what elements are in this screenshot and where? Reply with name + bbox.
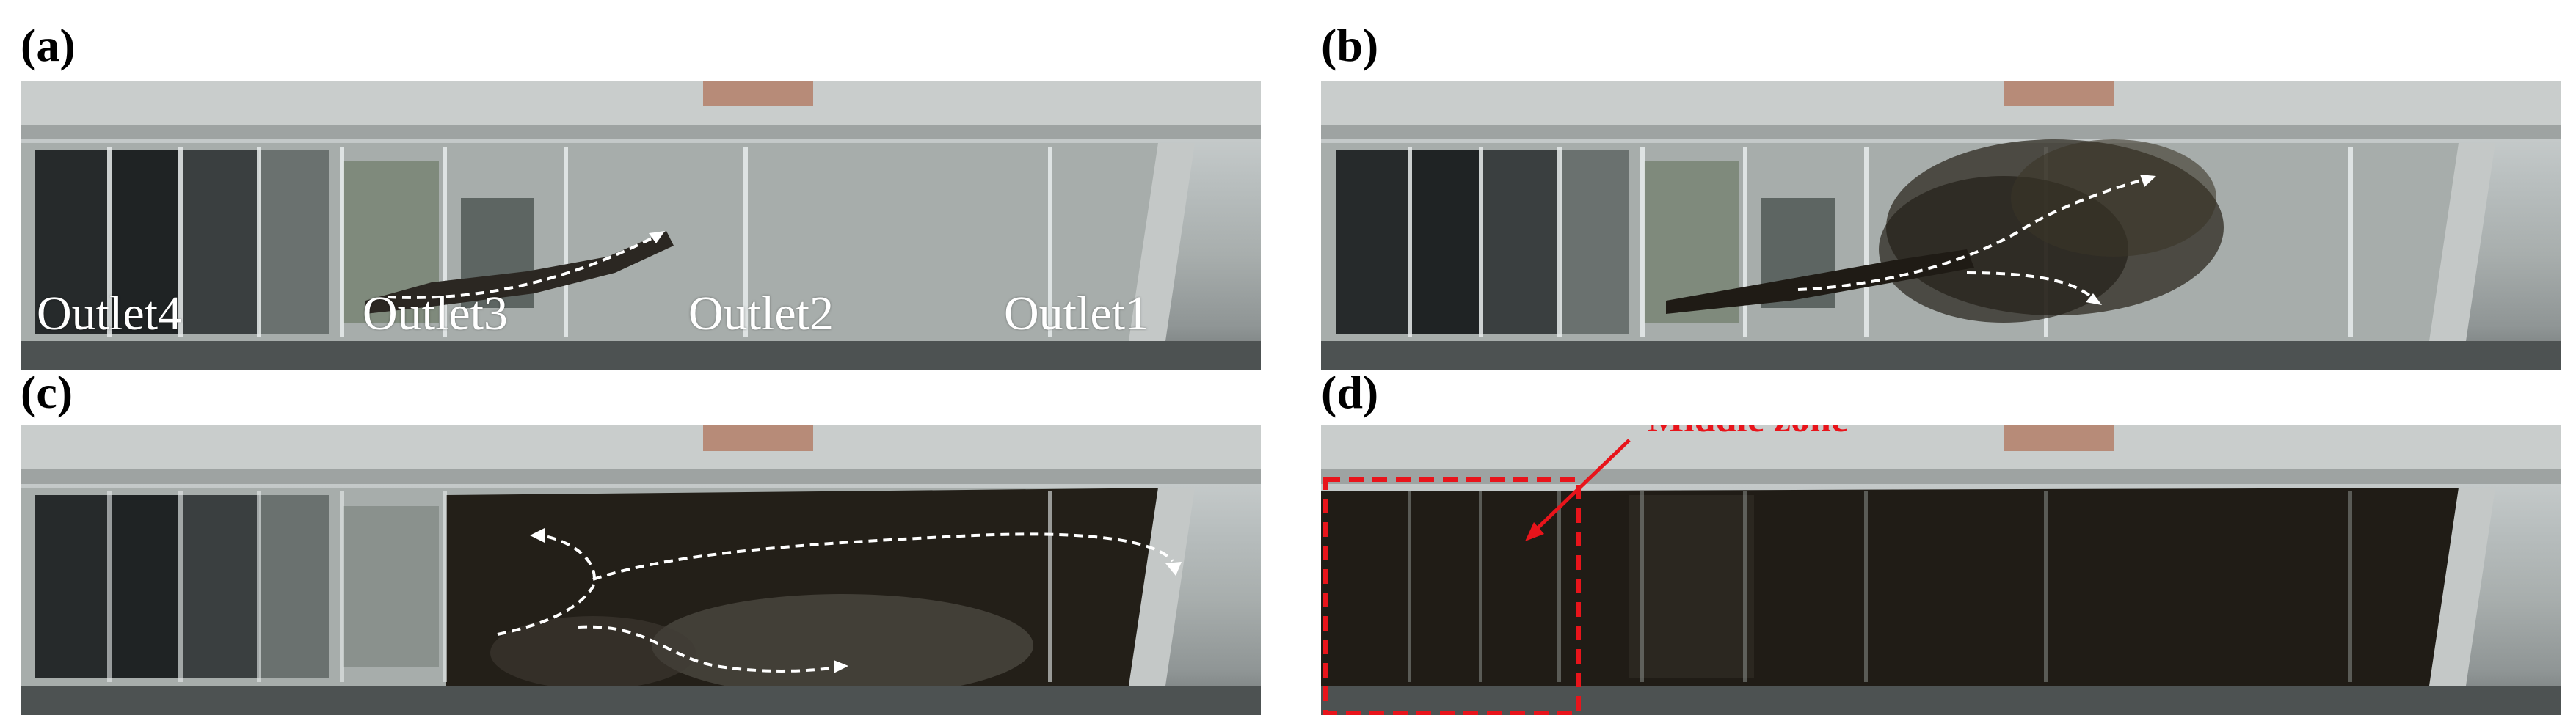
photo-panel-a: Outlet4 Outlet3 Outlet2 Outlet1: [21, 81, 1261, 370]
tank-photo-d: [1321, 425, 2561, 715]
panel-letter-c: (c): [21, 366, 73, 418]
outlet-label-4: Outlet4: [37, 287, 182, 340]
dashed-flow-arrow-icon: [387, 237, 652, 299]
dashed-flow-arrow-icon: [592, 532, 1174, 581]
red-pointer-arrow-icon: [1532, 439, 1631, 533]
tank-photo-a: [21, 81, 1261, 370]
outlet-label-2: Outlet2: [688, 287, 834, 340]
photo-panel-d: Middle zone: [1321, 425, 2561, 715]
panel-letter-b: (b): [1321, 19, 1379, 71]
panel-letter-a: (a): [21, 19, 76, 71]
outlet-label-3: Outlet3: [363, 287, 508, 340]
photo-panel-c: [21, 425, 1261, 715]
panel-letter-d: (d): [1321, 366, 1379, 418]
middle-zone-box: [1323, 477, 1581, 715]
tank-photo-c: [21, 425, 1261, 715]
dashed-flow-arrow-icon: [1966, 271, 2093, 298]
tank-photo-b: [1321, 81, 2561, 370]
photo-panel-b: [1321, 81, 2561, 370]
dashed-flow-arrow-icon: [1797, 178, 2144, 291]
middle-zone-label: Middle zone: [1648, 425, 1848, 439]
outlet-label-1: Outlet1: [1004, 287, 1149, 340]
dashed-flow-arrow-icon: [578, 625, 836, 673]
dashed-flow-arrow-icon: [497, 534, 596, 636]
